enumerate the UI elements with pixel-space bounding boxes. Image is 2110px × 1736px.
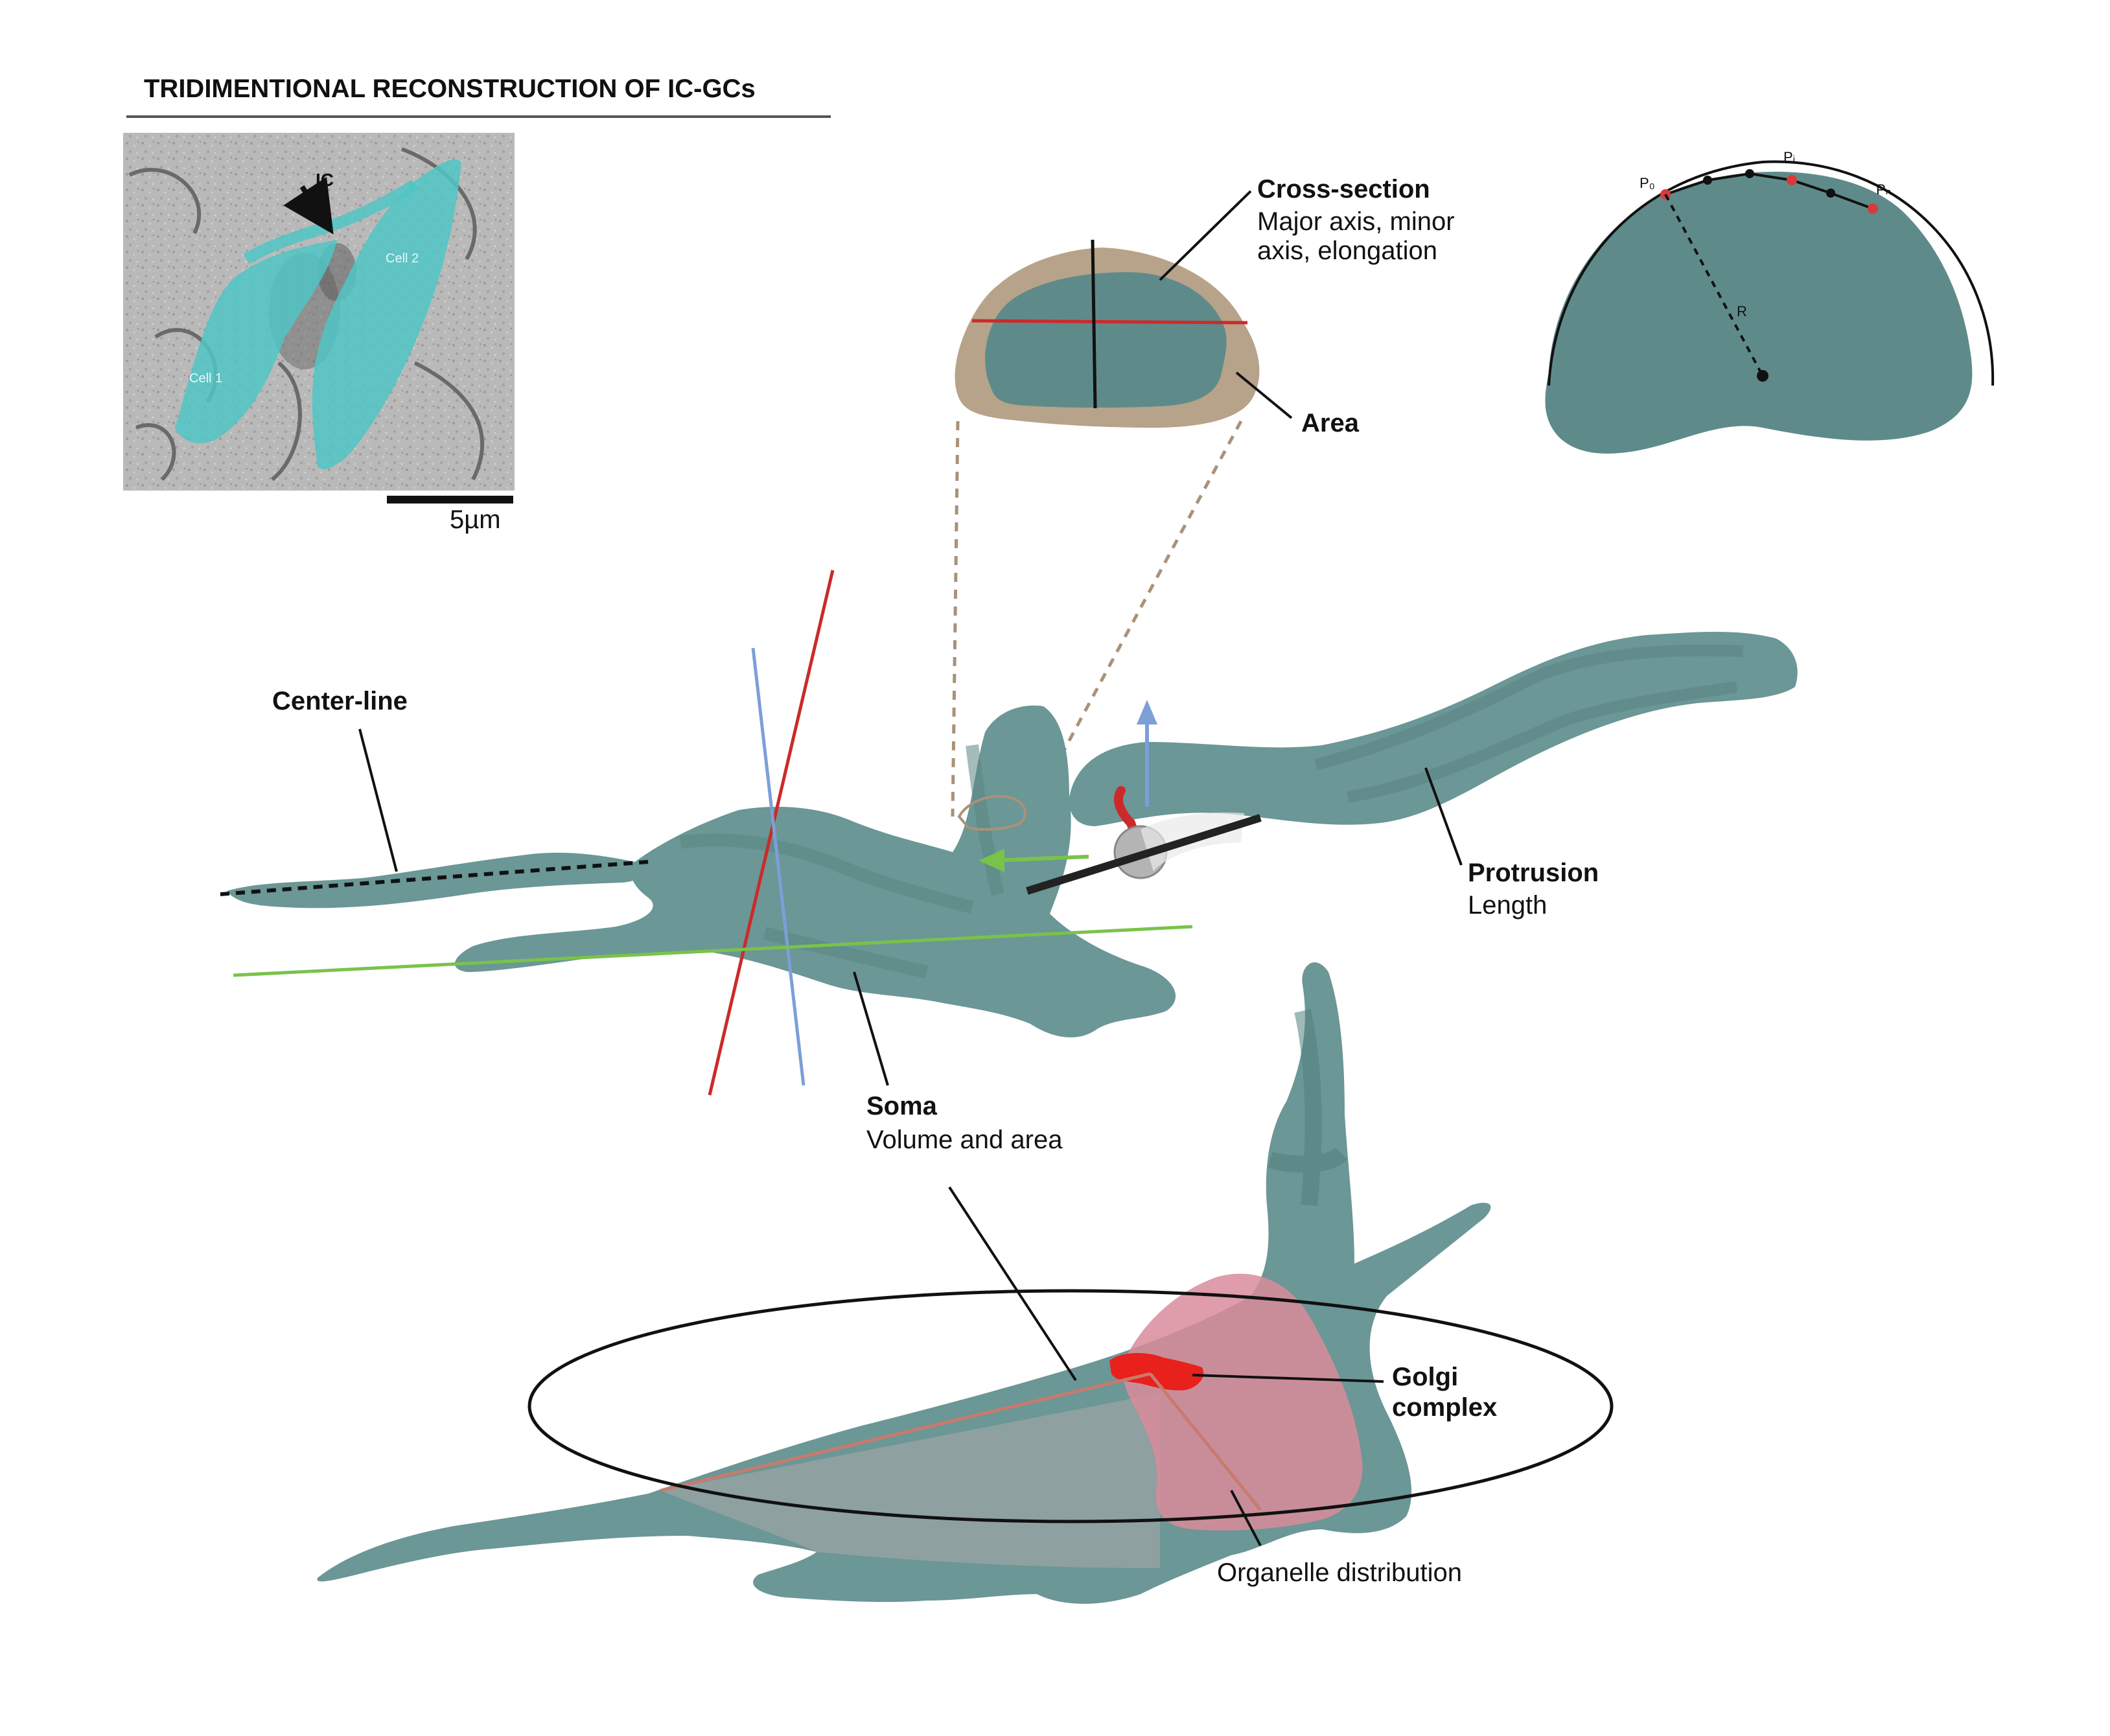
soma-bottom-leader xyxy=(948,1186,1077,1382)
cross-section-minor-axis xyxy=(1091,239,1097,409)
cross-section-inset xyxy=(955,239,1260,428)
soma-body xyxy=(454,705,1176,1037)
curvature-point xyxy=(1703,176,1712,185)
protrusion-subtitle: Length xyxy=(1468,891,1547,920)
bottom-cell-shading xyxy=(1268,1009,1348,1207)
soma-leader xyxy=(853,971,889,1086)
golgi-complex-shape xyxy=(1109,1353,1204,1391)
curvature-sampled-contour xyxy=(1665,172,1873,210)
organelle-leader xyxy=(1230,1490,1262,1546)
micrograph-ic-junction xyxy=(243,179,418,264)
cross-section-interior xyxy=(985,272,1227,408)
cross-section-major-axis xyxy=(971,319,1248,325)
protrusion-shading xyxy=(1314,644,1744,803)
protrusion-cross-section-outline xyxy=(957,794,1027,831)
area-label: Area xyxy=(1301,409,1360,437)
micrograph-ic-arrow xyxy=(283,176,334,235)
area-leader xyxy=(1235,371,1293,419)
soma-subtitle: Volume and area xyxy=(866,1126,1063,1154)
protrusion-length-bar xyxy=(1026,814,1262,895)
curvature-pn-label: Pₙ xyxy=(1876,181,1891,198)
bottom-cell-pink-region xyxy=(1121,1273,1363,1531)
protrusion-title: Protrusion xyxy=(1468,859,1599,887)
micrograph-ic-label: IC xyxy=(316,170,334,190)
soma-shading xyxy=(679,744,1004,978)
cross-section-line-2: axis, elongation xyxy=(1257,237,1437,265)
main-reconstruction xyxy=(227,632,1798,1037)
figure-title: TRIDIMENTIONAL RECONSTRUCTION OF IC-GCs xyxy=(144,75,756,103)
organelle-radial-line xyxy=(1149,1372,1262,1511)
bottom-cell xyxy=(317,962,1614,1604)
projection-line-right xyxy=(1032,420,1243,808)
curvature-cell-shape xyxy=(1545,172,1973,454)
axis-green xyxy=(233,925,1193,977)
bottom-cell-grey-wedge xyxy=(661,1393,1160,1568)
scale-bar xyxy=(387,496,513,503)
cross-section-line-1: Major axis, minor xyxy=(1257,207,1455,236)
micrograph-panel: Cell 1 Cell 2 IC xyxy=(123,133,515,491)
organelle-distribution-label: Organelle distribution xyxy=(1217,1558,1462,1587)
axis-red xyxy=(708,570,835,1096)
cross-section-leader xyxy=(1159,190,1252,281)
scale-bar-label: 5µm xyxy=(450,505,501,534)
centerline-leader xyxy=(358,728,398,872)
organelle-plane-ellipse xyxy=(528,1289,1614,1523)
golgi-leader xyxy=(1192,1374,1384,1383)
curvature-p0-label: P₀ xyxy=(1640,175,1655,191)
organelle-radial-line xyxy=(660,1372,1151,1492)
curvature-point-pn xyxy=(1868,203,1878,214)
curvature-center xyxy=(1757,370,1768,382)
centerline-label: Center-line xyxy=(272,687,408,715)
golgi-label-line-2: complex xyxy=(1392,1393,1497,1422)
micrograph-cell-1 xyxy=(175,240,337,443)
curvature-osculating-arc xyxy=(1548,160,1995,386)
axis-blue xyxy=(751,647,806,1086)
protrusion-leader xyxy=(1424,767,1463,866)
protrusion-blue-arrowhead xyxy=(1137,700,1157,724)
micrograph-cell-1-label: Cell 1 xyxy=(189,371,222,386)
centerline-process xyxy=(227,852,642,909)
protrusion-green-arrowhead xyxy=(979,849,1004,872)
curvature-point xyxy=(1826,189,1835,198)
curvature-pi-label: Pᵢ xyxy=(1783,149,1795,165)
cross-section-title: Cross-section xyxy=(1257,175,1430,203)
curvature-point xyxy=(1745,169,1754,178)
curvature-radius-label: R xyxy=(1737,303,1747,319)
micrograph-cell-2-label: Cell 2 xyxy=(386,251,419,266)
curvature-point-pi xyxy=(1787,175,1797,185)
curvature-inset: P₀ Pᵢ Pₙ R xyxy=(1545,149,1995,454)
projection-line-left xyxy=(951,421,960,817)
golgi-label-line-1: Golgi xyxy=(1392,1363,1458,1391)
protrusion-green-vector xyxy=(991,855,1089,862)
protrusion-red-marker xyxy=(1114,786,1140,840)
soma-title: Soma xyxy=(866,1092,938,1120)
curvature-radius xyxy=(1664,194,1764,376)
micrograph-cell-2 xyxy=(312,159,461,469)
